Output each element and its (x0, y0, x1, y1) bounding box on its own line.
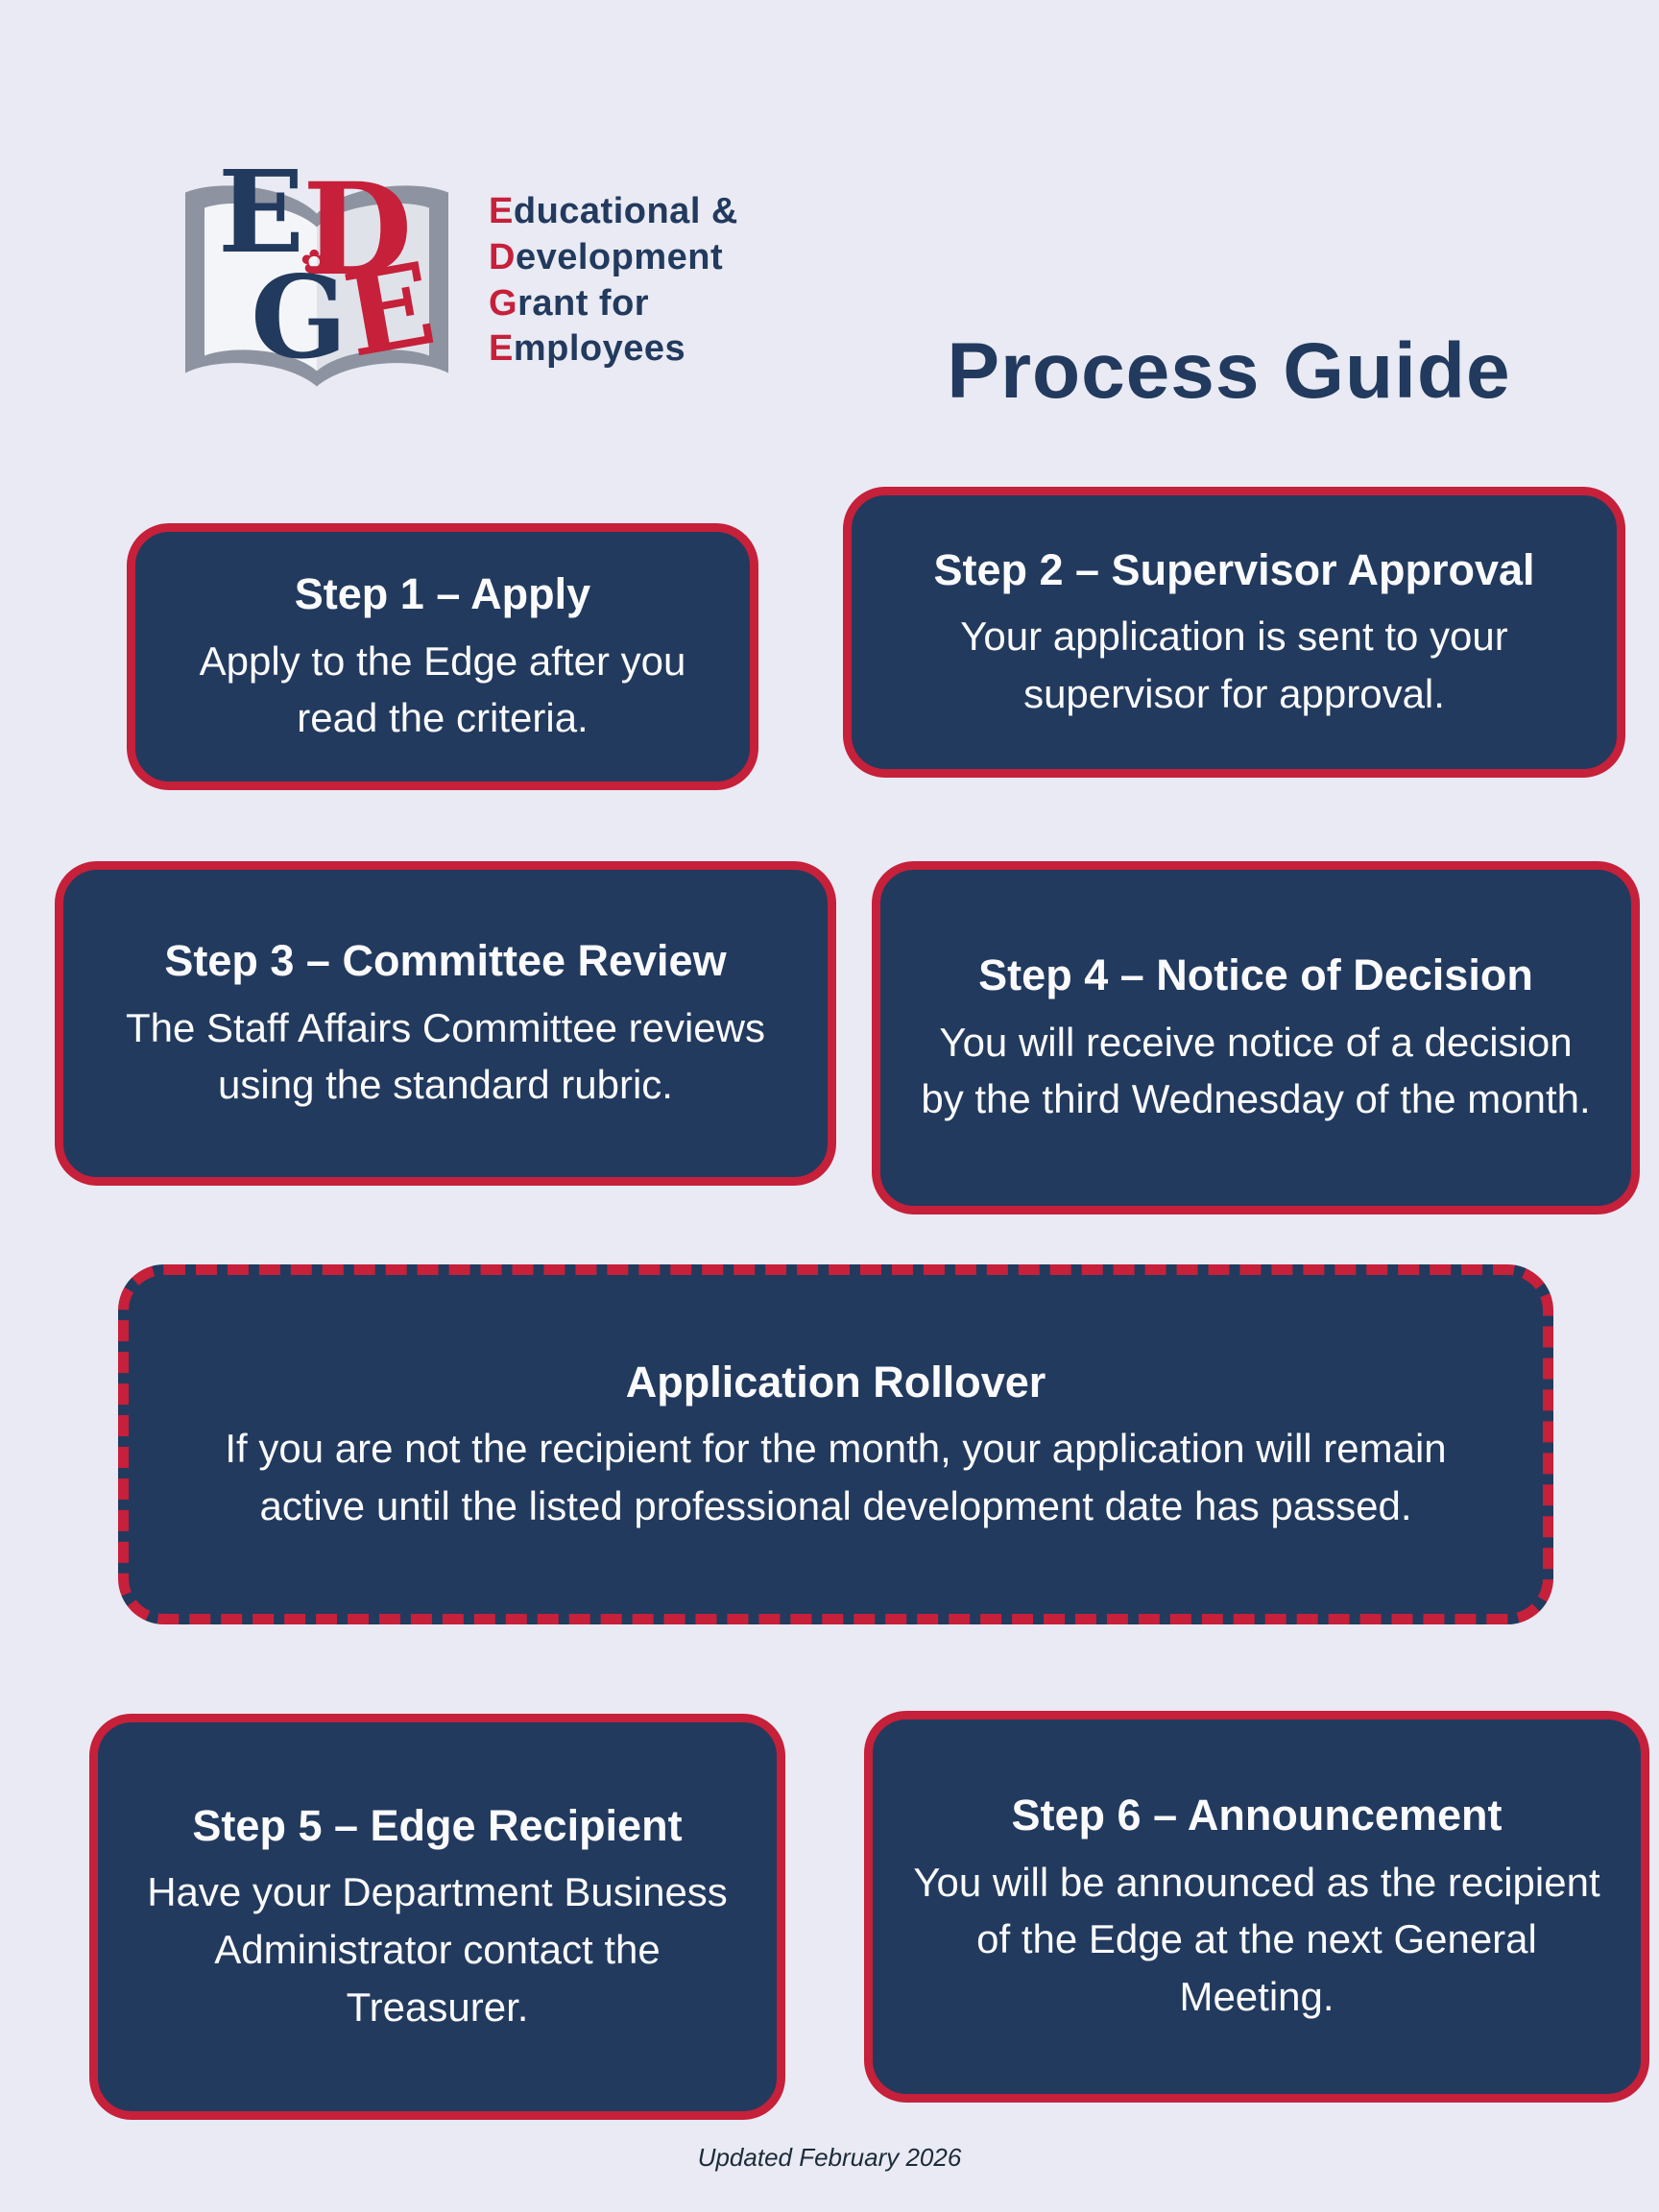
logo-line-educational: Educational & (489, 189, 738, 235)
logo-letter-g: G (251, 251, 348, 384)
page-title: Process Guide (947, 327, 1511, 415)
card-application-rollover-title: Application Rollover (625, 1357, 1046, 1407)
card-step-2-body: Your application is sent to your supervi… (960, 613, 1508, 716)
card-step-6-body: You will be announced as the recipient o… (913, 1859, 1600, 2020)
card-application-rollover: Application Rollover If you are not the … (118, 1264, 1553, 1624)
card-step-3-body: The Staff Affairs Committee reviews usin… (125, 1004, 766, 1108)
logo-line-rest: mployees (513, 328, 686, 370)
logo-line-rest: evelopment (515, 236, 724, 277)
card-step-1: Step 1 – Apply Apply to the Edge after y… (127, 523, 758, 790)
card-step-5-title: Step 5 – Edge Recipient (192, 1800, 683, 1850)
logo-line-employees: Employees (489, 326, 738, 373)
logo-initial: G (489, 282, 518, 324)
card-step-6-title: Step 6 – Announcement (1011, 1791, 1503, 1840)
card-step-3-title: Step 3 – Committee Review (164, 936, 727, 986)
card-step-5: Step 5 – Edge Recipient Have your Depart… (89, 1714, 785, 2120)
card-step-1-body: Apply to the Edge after you read the cri… (199, 637, 686, 741)
card-step-1-title: Step 1 – Apply (294, 569, 591, 619)
logo-letter-e1: E (218, 145, 304, 278)
flower-icon: ✿ (301, 244, 328, 280)
card-step-4-title: Step 4 – Notice of Decision (978, 950, 1533, 1000)
card-step-2: Step 2 – Supervisor Approval Your applic… (843, 487, 1625, 778)
card-application-rollover-body: If you are not the recipient for the mon… (225, 1426, 1447, 1528)
logo-line-development: Development (489, 235, 738, 281)
open-book-icon: E D G E ✿ (158, 154, 475, 408)
logo-initial: D (489, 236, 516, 277)
edge-logo: E D G E ✿ Educational & Development Gran… (158, 154, 738, 408)
logo-line-rest: ducational & (513, 190, 738, 231)
card-step-4: Step 4 – Notice of Decision You will rec… (872, 861, 1640, 1214)
logo-initial: E (489, 190, 514, 231)
logo-letter-d: D (302, 156, 413, 304)
logo-initial: E (489, 328, 514, 370)
card-step-2-title: Step 2 – Supervisor Approval (933, 544, 1535, 594)
card-step-6: Step 6 – Announcement You will be announ… (864, 1711, 1649, 2103)
updated-date-note: Updated February 2026 (697, 2143, 962, 2172)
logo-wordmark: Educational & Development Grant for Empl… (489, 189, 738, 373)
logo-line-grant-for: Grant for (489, 281, 738, 327)
card-step-4-body: You will receive notice of a decision by… (921, 1019, 1591, 1122)
book-graphic (185, 185, 448, 387)
card-step-3: Step 3 – Committee Review The Staff Affa… (55, 861, 836, 1186)
card-step-5-body: Have your Department Business Administra… (147, 1869, 728, 2030)
logo-line-rest: rant for (517, 282, 650, 324)
